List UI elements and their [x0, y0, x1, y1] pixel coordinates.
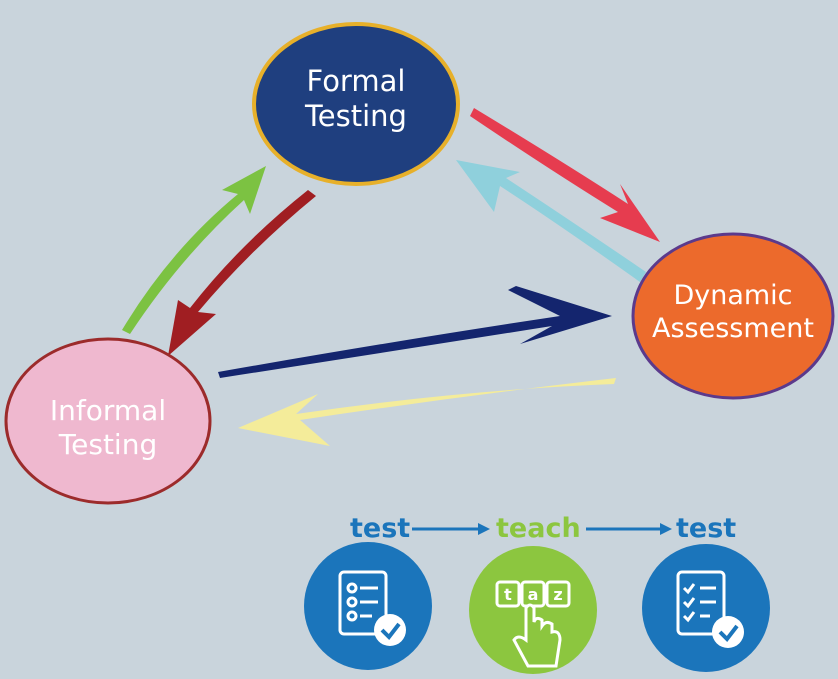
- flow-step-test-1: test: [350, 513, 411, 544]
- key-z: z: [553, 585, 562, 604]
- flow-step-test-2: test: [676, 513, 737, 544]
- flow-step-teach: teach: [496, 513, 581, 544]
- checklist-icon: [338, 570, 388, 636]
- check-badge-icon: [374, 614, 406, 646]
- label-formal-testing: Formal Testing: [276, 64, 436, 135]
- label-dynamic-line2: Assessment: [652, 312, 814, 344]
- node-informal-testing: [4, 337, 212, 505]
- flow-arrow-1: [412, 523, 490, 535]
- tap-hand-icon: [512, 603, 562, 668]
- arrow-formal-to-informal: [168, 190, 316, 356]
- arrow-informal-to-dynamic: [218, 286, 612, 378]
- label-informal-line1: Informal: [49, 394, 167, 427]
- label-formal-line2: Testing: [305, 99, 407, 134]
- arrow-dynamic-to-informal: [238, 378, 616, 446]
- arrow-informal-to-formal: [122, 166, 266, 334]
- teach-keyboard-badge: t a z: [469, 546, 597, 674]
- test-checkmarks-badge: [642, 544, 770, 672]
- test-checklist-badge: [304, 542, 432, 670]
- label-informal-testing: Informal Testing: [18, 394, 198, 462]
- check-badge-icon: [712, 616, 744, 648]
- flow-arrow-2: [586, 523, 672, 535]
- checkmark-list-icon: [676, 570, 726, 636]
- label-informal-line2: Testing: [58, 428, 158, 462]
- label-dynamic-line1: Dynamic: [673, 280, 793, 311]
- arrow-dynamic-to-formal: [456, 160, 646, 282]
- arrow-formal-to-dynamic: [470, 108, 660, 242]
- label-formal-line1: Formal: [306, 64, 406, 98]
- node-dynamic-assessment: [631, 232, 835, 400]
- key-a: a: [528, 585, 539, 604]
- node-formal-testing: [252, 22, 460, 186]
- label-dynamic-assessment: Dynamic Assessment: [633, 280, 833, 346]
- key-t: t: [504, 585, 512, 604]
